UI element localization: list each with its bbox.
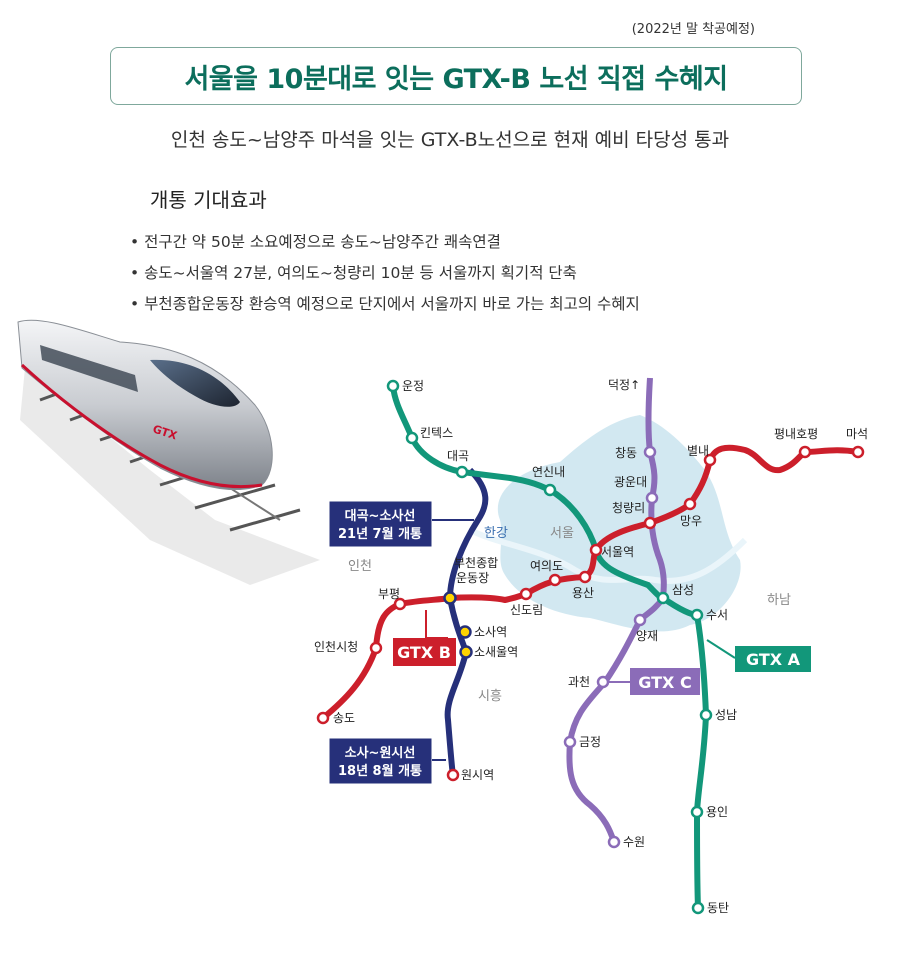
station-marker-sosaeul (459, 645, 473, 659)
station-label-mangu: 망우 (680, 514, 702, 528)
station-label-yeouido: 여의도 (530, 559, 563, 573)
station-marker-sosa (458, 625, 472, 639)
station-label-daegok: 대곡 (447, 449, 469, 463)
gtx-b-label: GTX B (397, 643, 451, 662)
station-marker-pyeongnae (798, 445, 812, 459)
gtx-b-tag: GTX B (393, 610, 456, 666)
title-box: 서울을 10분대로 잇는 GTX-B 노선 직접 수혜지 (110, 47, 802, 105)
daegok-sosa-title: 대곡~소사선 (345, 508, 416, 524)
station-label-pyeongnae: 평내호평 (774, 427, 818, 441)
page-title: 서울을 10분대로 잇는 GTX-B 노선 직접 수혜지 (184, 63, 728, 95)
station-label-bucheon-1: 부천종합 (454, 555, 498, 570)
area-label-hangang: 한강 (484, 526, 508, 541)
station-label-sosaeul: 소새울역 (474, 645, 518, 659)
station-marker-bucheon (443, 591, 457, 605)
station-label-gwangundae: 광운대 (614, 475, 647, 489)
station-label-byeollae: 별내 (687, 444, 709, 458)
station-marker-suwon (607, 835, 621, 849)
gtx-c-tag: GTX C (608, 668, 700, 695)
station-marker-yangjae (633, 613, 647, 627)
station-label-seoulstation: 서울역 (601, 545, 634, 559)
sosa-wonsi-callout: 소사~원시선 18년 8월 개통 (328, 737, 446, 785)
gtx-c-line (566, 377, 667, 843)
station-marker-sindorim (519, 587, 533, 601)
station-marker-dongtan (691, 901, 705, 915)
station-marker-yeonsinnae (543, 483, 557, 497)
area-label-hanam: 하남 (767, 593, 791, 608)
daegok-sosa-callout: 대곡~소사선 21년 7월 개통 (328, 500, 474, 548)
station-marker-mangu (683, 497, 697, 511)
station-marker-byeollae (703, 453, 717, 467)
station-marker-yeouido (548, 573, 562, 587)
station-label-yeonsinnae: 연신내 (532, 465, 565, 479)
sosa-line (444, 467, 489, 776)
station-label-wonsi: 원시역 (461, 768, 494, 782)
station-label-suwon: 수원 (623, 835, 645, 849)
station-label-cheongnyangni: 청량리 (612, 501, 645, 515)
station-label-changdong: 창동 (615, 446, 637, 460)
station-label-bucheon-2: 운동장 (456, 571, 489, 585)
station-marker-samseong (656, 591, 670, 605)
area-label-siheung: 시흥 (478, 689, 502, 704)
effect-item: 송도~서울역 27분, 여의도~청량리 10분 등 서울까지 획기적 단축 (130, 258, 640, 289)
station-marker-gwacheon (596, 675, 610, 689)
construction-note: (2022년 말 착공예정) (631, 22, 755, 37)
han-river (468, 527, 748, 584)
station-marker-suseo (690, 608, 704, 622)
station-label-deokjeong: 덕정↑ (608, 378, 640, 392)
station-marker-yongin (690, 805, 704, 819)
station-label-incheoncityhall: 인천시청 (314, 639, 358, 654)
station-label-bupyeong: 부평 (378, 587, 400, 601)
effect-item: 부천종합운동장 환승역 예정으로 단지에서 서울까지 바로 가는 최고의 수혜지 (130, 289, 640, 320)
station-label-maseok: 마석 (846, 427, 868, 441)
gtx-c-label: GTX C (638, 673, 691, 692)
station-label-yongsan: 용산 (572, 586, 594, 600)
gtx-a-tag: GTX A (706, 639, 811, 672)
station-label-yangjae: 양재 (636, 629, 658, 643)
station-marker-seongnam (699, 708, 713, 722)
station-marker-unjeong (386, 379, 400, 393)
area-label-incheon: 인천 (348, 559, 372, 574)
sosa-wonsi-title: 소사~원시선 (345, 745, 416, 761)
daegok-sosa-date: 21년 7월 개통 (338, 526, 422, 542)
gtx-a-line (390, 385, 710, 909)
station-label-suseo: 수서 (706, 608, 728, 622)
gtx-a-label: GTX A (746, 650, 801, 669)
station-label-yongin: 용인 (706, 805, 728, 819)
area-label-seoul: 서울 (550, 526, 574, 541)
station-marker-changdong (643, 445, 657, 459)
station-label-samseong: 삼성 (672, 583, 694, 597)
station-label-dongtan: 동탄 (707, 901, 729, 915)
station-label-sindorim: 신도림 (510, 603, 543, 617)
sosa-wonsi-date: 18년 8월 개통 (338, 763, 422, 779)
station-label-geumjeong: 금정 (579, 735, 601, 749)
station-label-songdo: 송도 (333, 711, 355, 725)
station-label-gwacheon: 과천 (568, 674, 590, 689)
station-marker-maseok (851, 445, 865, 459)
effect-item: 전구간 약 50분 소요예정으로 송도~남양주간 쾌속연결 (130, 227, 640, 258)
station-label-kintex: 킨텍스 (420, 426, 453, 440)
effects-list: 전구간 약 50분 소요예정으로 송도~남양주간 쾌속연결 송도~서울역 27분… (130, 227, 640, 320)
station-label-sosa: 소사역 (474, 625, 507, 639)
station-marker-songdo (316, 711, 330, 725)
station-marker-seoulstation (589, 543, 603, 557)
train-illustration: GTX (17, 319, 320, 585)
station-label-unjeong: 운정 (402, 379, 424, 393)
station-marker-geumjeong (563, 735, 577, 749)
station-marker-bupyeong (393, 597, 407, 611)
station-label-seongnam: 성남 (715, 708, 737, 722)
effects-heading: 개통 기대효과 (150, 188, 267, 212)
station-marker-cheongnyangni (643, 516, 657, 530)
station-marker-gwangundae (645, 491, 659, 505)
page-subtitle: 인천 송도~남양주 마석을 잇는 GTX-B노선으로 현재 예비 타당성 통과 (170, 129, 730, 151)
station-marker-wonsi (446, 768, 460, 782)
station-marker-yongsan (578, 570, 592, 584)
station-marker-kintex (405, 431, 419, 445)
station-marker-incheoncityhall (369, 641, 383, 655)
station-marker-daegok (455, 465, 469, 479)
